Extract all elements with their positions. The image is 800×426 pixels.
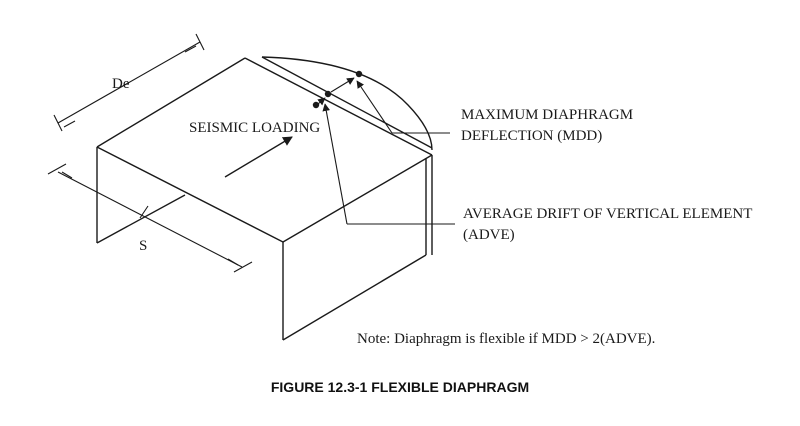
adve-label-line1: AVERAGE DRIFT OF VERTICAL ELEMENT bbox=[463, 206, 752, 222]
de-dimension bbox=[53, 33, 205, 132]
de-label: De bbox=[112, 76, 130, 92]
seismic-loading-label: SEISMIC LOADING bbox=[189, 120, 320, 136]
adve-displacement-arrow bbox=[317, 97, 326, 106]
diaphragm-roof bbox=[96, 56, 433, 243]
seismic-loading-arrow bbox=[224, 136, 293, 178]
s-label: S bbox=[139, 238, 147, 254]
mdd-label-line1: MAXIMUM DIAPHRAGM bbox=[461, 107, 633, 123]
adve-point-lower bbox=[312, 101, 320, 109]
figure-caption: FIGURE 12.3-1 FLEXIBLE DIAPHRAGM bbox=[271, 379, 529, 395]
mdd-displacement-arrow bbox=[330, 77, 355, 93]
flexibility-note: Note: Diaphragm is flexible if MDD > 2(A… bbox=[357, 331, 655, 347]
mdd-label-line2: DEFLECTION (MDD) bbox=[461, 128, 602, 144]
adve-point-upper bbox=[324, 90, 332, 98]
vertical-elements bbox=[96, 147, 433, 341]
mdd-point bbox=[355, 70, 363, 78]
s-dimension bbox=[47, 163, 253, 273]
adve-label-line2: (ADVE) bbox=[463, 227, 515, 243]
